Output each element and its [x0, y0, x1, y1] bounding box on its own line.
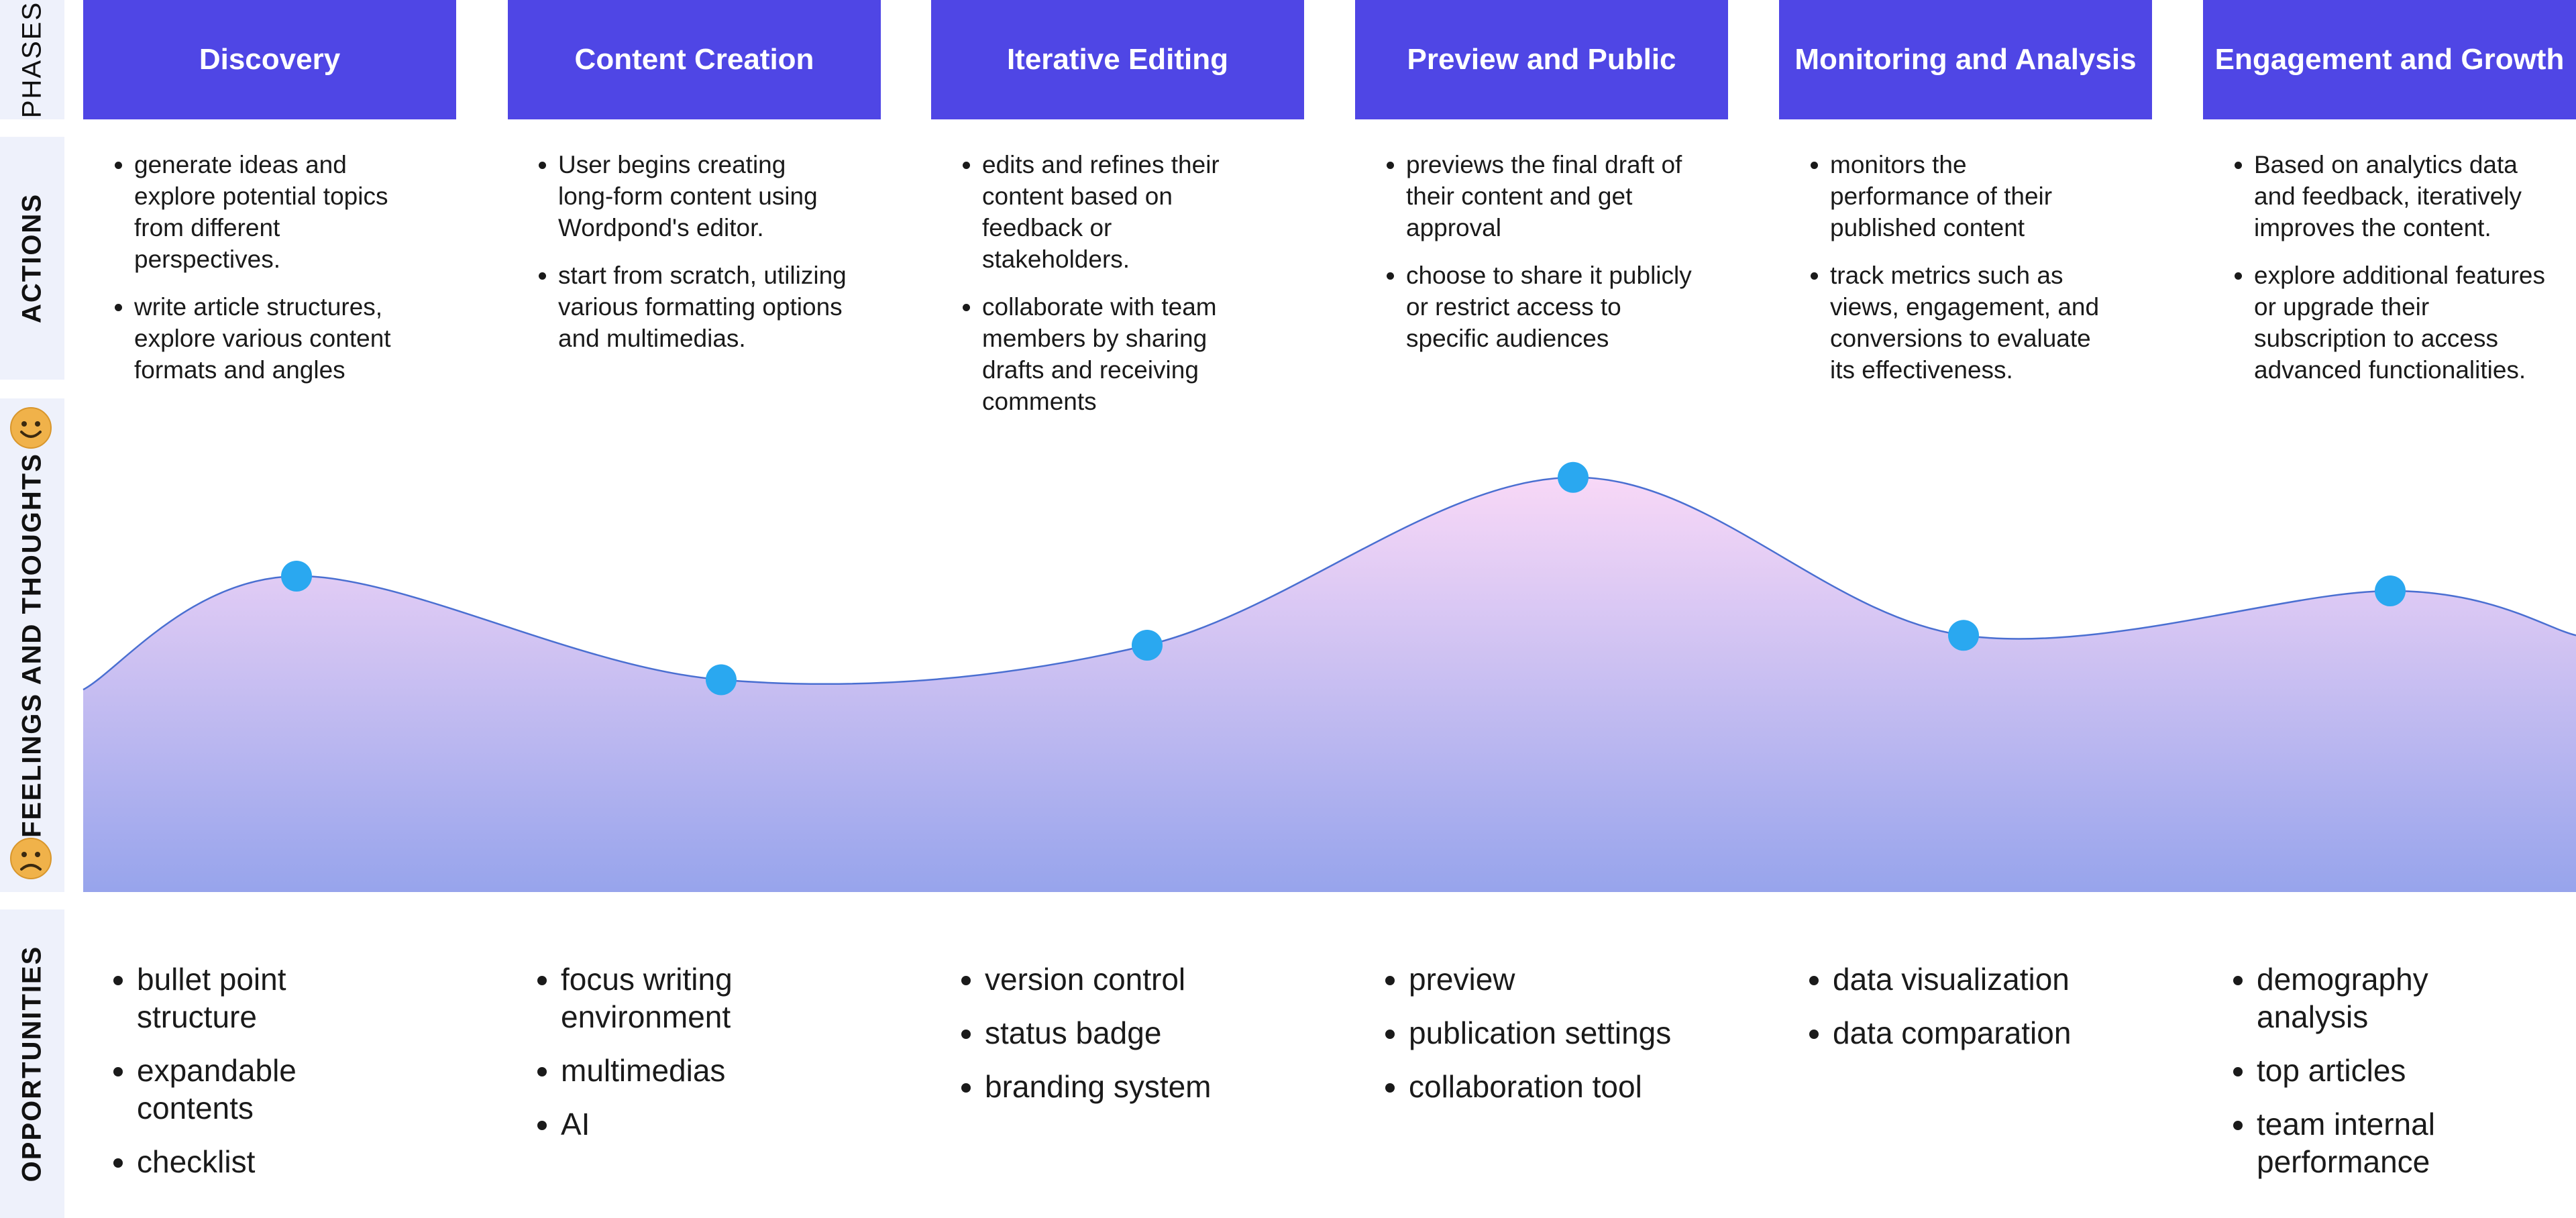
phase-header-discovery: Discovery [83, 0, 456, 119]
opportunity-item: expandable contents [137, 1052, 389, 1127]
opportunities-list: demography analysis top articles team in… [2227, 960, 2482, 1180]
phase-header-iterative-editing: Iterative Editing [931, 0, 1304, 119]
action-item: edits and refines their content based on… [982, 149, 1244, 275]
actions-preview-and-public: previews the final draft of their conten… [1379, 149, 1695, 370]
opportunities-preview-and-public: preview publication settings collaborati… [1379, 960, 1715, 1121]
actions-iterative-editing: edits and refines their content based on… [955, 149, 1244, 433]
opportunities-list: data visualization data comparation [1803, 960, 2112, 1052]
opportunities-discovery: bullet point structure expandable conten… [107, 960, 389, 1197]
feeling-marker-discovery [281, 560, 312, 592]
action-item: monitors the performance of their publis… [1830, 149, 2105, 243]
opportunity-item: multimedias [561, 1052, 813, 1089]
feelings-line [83, 476, 2576, 691]
feelings-area [83, 477, 2576, 892]
action-item: track metrics such as views, engagement,… [1830, 260, 2105, 386]
opportunity-item: demography analysis [2257, 960, 2482, 1036]
feelings-markers [281, 461, 2406, 696]
opportunity-item: preview [1409, 960, 1715, 998]
opportunity-item: bullet point structure [137, 960, 389, 1036]
opportunity-item: top articles [2257, 1052, 2482, 1089]
phase-title: Engagement and Growth [2214, 43, 2565, 76]
actions-list: monitors the performance of their publis… [1803, 149, 2105, 386]
opportunity-item: data visualization [1833, 960, 2112, 998]
phase-title: Preview and Public [1407, 43, 1676, 76]
actions-list: Based on analytics data and feedback, it… [2227, 149, 2556, 386]
action-item: Based on analytics data and feedback, it… [2254, 149, 2556, 243]
opportunity-item: team internal performance [2257, 1105, 2482, 1180]
phase-title: Discovery [199, 43, 341, 76]
action-item: start from scratch, utilizing various fo… [558, 260, 847, 354]
row-label-actions: ACTIONS [0, 137, 64, 380]
opportunities-content-creation: focus writing environment multimedias AI [531, 960, 813, 1159]
opportunity-item: version control [985, 960, 1264, 998]
feeling-marker-preview-and-public [1558, 461, 1589, 493]
row-label-feelings: FEELINGS AND THOUGHTS [0, 398, 64, 892]
actions-engagement-and-growth: Based on analytics data and feedback, it… [2227, 149, 2556, 402]
opportunity-item: branding system [985, 1068, 1264, 1105]
opportunities-list: focus writing environment multimedias AI [531, 960, 813, 1143]
opportunities-list: preview publication settings collaborati… [1379, 960, 1715, 1105]
action-item: write article structures, explore variou… [134, 291, 423, 386]
row-label-phases: PHASES [0, 0, 64, 119]
opportunity-item: publication settings [1409, 1014, 1715, 1052]
actions-list: previews the final draft of their conten… [1379, 149, 1695, 354]
actions-list: User begins creating long-form content u… [531, 149, 847, 354]
action-item: choose to share it publicly or restrict … [1406, 260, 1695, 354]
feeling-marker-content-creation [706, 664, 737, 696]
opportunity-item: data comparation [1833, 1014, 2112, 1052]
actions-monitoring-and-analysis: monitors the performance of their publis… [1803, 149, 2105, 402]
action-item: generate ideas and explore potential top… [134, 149, 423, 275]
phase-header-content-creation: Content Creation [508, 0, 881, 119]
opportunities-iterative-editing: version control status badge branding sy… [955, 960, 1264, 1121]
phase-title: Content Creation [574, 43, 814, 76]
actions-list: generate ideas and explore potential top… [107, 149, 423, 386]
phase-title: Monitoring and Analysis [1794, 43, 2137, 76]
actions-content-creation: User begins creating long-form content u… [531, 149, 847, 370]
action-item: User begins creating long-form content u… [558, 149, 847, 243]
opportunity-item: focus writing environment [561, 960, 813, 1036]
opportunities-list: version control status badge branding sy… [955, 960, 1264, 1105]
happy-face-icon [10, 407, 52, 449]
phase-header-engagement-and-growth: Engagement and Growth [2203, 0, 2576, 119]
row-label-opportunities: OPPORTUNITIES [0, 909, 64, 1218]
feeling-marker-monitoring-and-analysis [1948, 620, 1979, 651]
opportunities-monitoring-and-analysis: data visualization data comparation [1803, 960, 2112, 1068]
opportunities-list: bullet point structure expandable conten… [107, 960, 389, 1180]
action-item: explore additional features or upgrade t… [2254, 260, 2556, 386]
opportunity-item: collaboration tool [1409, 1068, 1715, 1105]
action-item: previews the final draft of their conten… [1406, 149, 1695, 243]
phase-header-monitoring-and-analysis: Monitoring and Analysis [1779, 0, 2152, 119]
phase-header-preview-and-public: Preview and Public [1355, 0, 1728, 119]
actions-list: edits and refines their content based on… [955, 149, 1244, 417]
opportunity-item: checklist [137, 1143, 389, 1180]
sad-face-icon [10, 838, 52, 879]
opportunities-engagement-and-growth: demography analysis top articles team in… [2227, 960, 2482, 1197]
opportunity-item: AI [561, 1105, 813, 1143]
feeling-marker-iterative-editing [1132, 630, 1163, 661]
opportunity-item: status badge [985, 1014, 1264, 1052]
phase-title: Iterative Editing [1006, 43, 1229, 76]
actions-discovery: generate ideas and explore potential top… [107, 149, 423, 402]
action-item: collaborate with team members by sharing… [982, 291, 1244, 417]
feeling-marker-engagement-and-growth [2375, 575, 2406, 607]
